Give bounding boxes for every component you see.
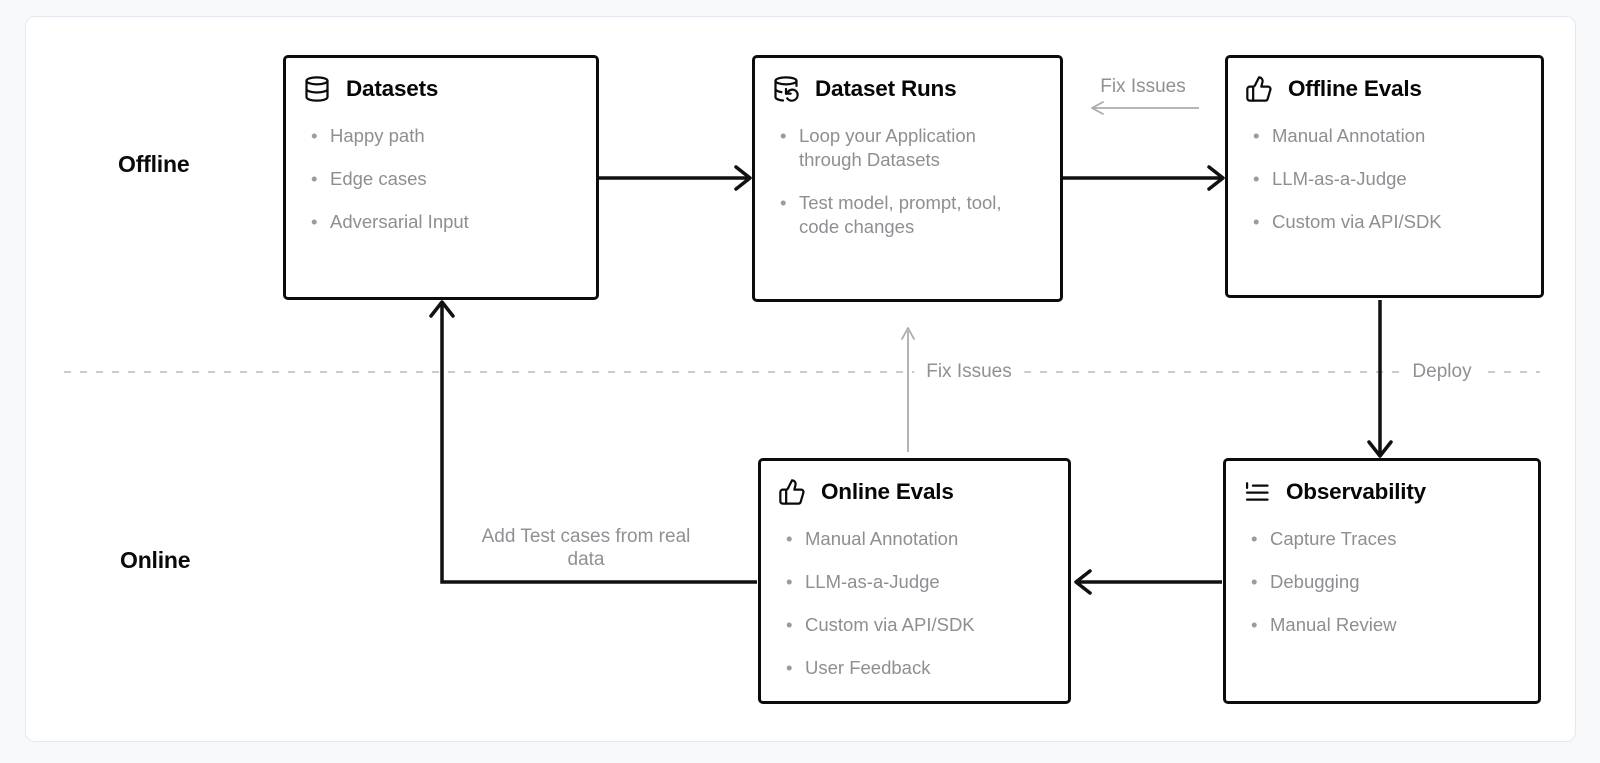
node-offline-evals: Offline Evals Manual Annotation LLM-as-a…: [1225, 55, 1544, 298]
node-online-evals: Online Evals Manual Annotation LLM-as-a-…: [758, 458, 1071, 704]
deploy-label: Deploy: [1400, 359, 1484, 385]
offline-row-label: Offline: [118, 151, 190, 177]
logs-icon: [1243, 478, 1271, 506]
node-bullet-list: Happy path Edge cases Adversarial Input: [303, 124, 580, 234]
database-refresh-icon: [772, 75, 800, 103]
node-bullet-list: Manual Annotation LLM-as-a-Judge Custom …: [778, 527, 1052, 680]
bullet-item: LLM-as-a-Judge: [778, 570, 1010, 594]
bullet-item: Happy path: [303, 124, 535, 148]
node-title: Dataset Runs: [815, 76, 957, 101]
node-bullet-list: Capture Traces Debugging Manual Review: [1243, 527, 1522, 637]
bullet-item: User Feedback: [778, 656, 1010, 680]
bullet-item: Capture Traces: [1243, 527, 1475, 551]
node-bullet-list: Manual Annotation LLM-as-a-Judge Custom …: [1245, 124, 1525, 234]
add-test-cases-label: Add Test cases from real data: [481, 526, 691, 570]
bullet-item: Custom via API/SDK: [1245, 210, 1477, 234]
node-title: Observability: [1286, 479, 1426, 504]
bullet-item: Manual Review: [1243, 613, 1475, 637]
online-row-label: Online: [120, 547, 191, 573]
bullet-item: Manual Annotation: [1245, 124, 1477, 148]
fix-issues-mid-label: Fix Issues: [914, 359, 1024, 385]
bullet-item: Debugging: [1243, 570, 1475, 594]
node-title: Datasets: [346, 76, 439, 101]
node-observability: Observability Capture Traces Debugging M…: [1223, 458, 1541, 704]
thumbs-up-icon: [778, 478, 806, 506]
node-title: Offline Evals: [1288, 76, 1422, 101]
bullet-item: LLM-as-a-Judge: [1245, 167, 1477, 191]
fix-issues-top-label: Fix Issues: [1100, 76, 1186, 97]
bullet-item: Loop your Application through Datasets: [772, 124, 984, 172]
node-dataset-runs: Dataset Runs Loop your Application throu…: [752, 55, 1063, 302]
node-datasets: Datasets Happy path Edge cases Adversari…: [283, 55, 599, 300]
bullet-item: Edge cases: [303, 167, 535, 191]
bullet-item: Adversarial Input: [303, 210, 535, 234]
bullet-item: Custom via API/SDK: [778, 613, 1010, 637]
database-icon: [303, 75, 331, 103]
bullet-item: Manual Annotation: [778, 527, 1010, 551]
node-bullet-list: Loop your Application through Datasets T…: [772, 124, 1044, 239]
node-title: Online Evals: [821, 479, 954, 504]
thumbs-up-icon: [1245, 75, 1273, 103]
bullet-item: Test model, prompt, tool, code changes: [772, 191, 1004, 239]
